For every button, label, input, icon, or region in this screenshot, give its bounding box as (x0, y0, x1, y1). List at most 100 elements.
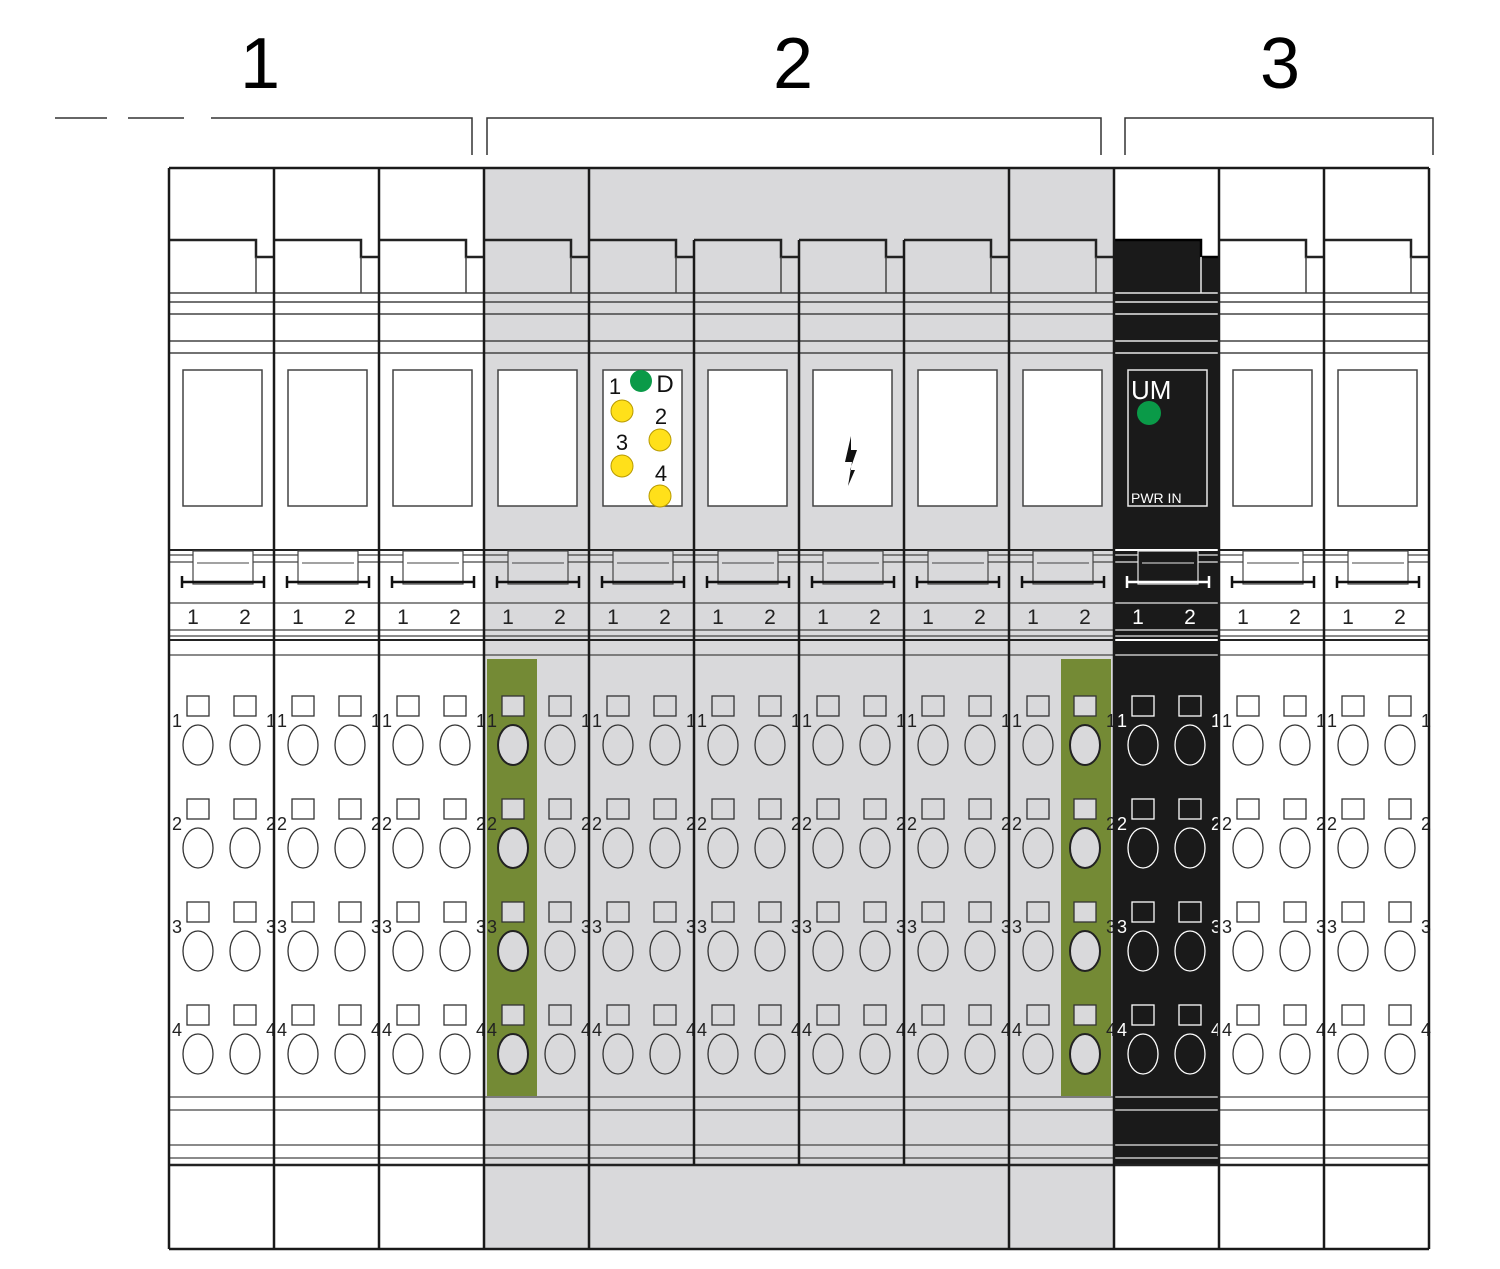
wire-entry[interactable] (497, 724, 529, 766)
wire-entry[interactable] (1232, 724, 1264, 766)
wire-entry[interactable] (917, 930, 949, 972)
release-button[interactable] (921, 798, 945, 820)
wire-entry[interactable] (334, 724, 366, 766)
wire-entry[interactable] (1174, 827, 1206, 869)
release-button[interactable] (1236, 1004, 1260, 1026)
release-button[interactable] (1283, 695, 1307, 717)
release-button[interactable] (233, 1004, 257, 1026)
release-button[interactable] (1073, 1004, 1097, 1026)
release-button[interactable] (233, 695, 257, 717)
wire-entry[interactable] (1232, 930, 1264, 972)
release-button[interactable] (501, 1004, 525, 1026)
release-button[interactable] (548, 798, 572, 820)
wire-entry[interactable] (859, 930, 891, 972)
wire-entry[interactable] (964, 1033, 996, 1075)
wire-entry[interactable] (649, 724, 681, 766)
release-button[interactable] (186, 901, 210, 923)
wire-entry[interactable] (497, 1033, 529, 1075)
release-button[interactable] (1073, 798, 1097, 820)
release-button[interactable] (711, 798, 735, 820)
release-button[interactable] (291, 1004, 315, 1026)
release-button[interactable] (548, 695, 572, 717)
wire-entry[interactable] (1337, 724, 1369, 766)
release-button[interactable] (233, 798, 257, 820)
release-button[interactable] (501, 798, 525, 820)
release-button[interactable] (1026, 901, 1050, 923)
release-button[interactable] (338, 798, 362, 820)
wire-entry[interactable] (229, 724, 261, 766)
release-button[interactable] (758, 901, 782, 923)
wire-entry[interactable] (287, 827, 319, 869)
wire-entry[interactable] (602, 1033, 634, 1075)
wire-entry[interactable] (649, 827, 681, 869)
release-button[interactable] (186, 1004, 210, 1026)
wire-entry[interactable] (1069, 1033, 1101, 1075)
release-button[interactable] (338, 901, 362, 923)
wire-entry[interactable] (917, 1033, 949, 1075)
wire-entry[interactable] (1337, 930, 1369, 972)
release-button[interactable] (1236, 695, 1260, 717)
release-button[interactable] (1388, 1004, 1412, 1026)
release-button[interactable] (1341, 1004, 1365, 1026)
release-button[interactable] (548, 901, 572, 923)
wire-entry[interactable] (602, 724, 634, 766)
wire-entry[interactable] (392, 930, 424, 972)
release-button[interactable] (653, 1004, 677, 1026)
release-button[interactable] (758, 695, 782, 717)
wire-entry[interactable] (497, 930, 529, 972)
wire-entry[interactable] (229, 930, 261, 972)
wire-entry[interactable] (1232, 827, 1264, 869)
release-button[interactable] (968, 901, 992, 923)
wire-entry[interactable] (1232, 1033, 1264, 1075)
wire-entry[interactable] (544, 827, 576, 869)
wire-entry[interactable] (754, 827, 786, 869)
release-button[interactable] (501, 901, 525, 923)
wire-entry[interactable] (859, 1033, 891, 1075)
wire-entry[interactable] (334, 930, 366, 972)
release-button[interactable] (653, 901, 677, 923)
wire-entry[interactable] (707, 724, 739, 766)
release-button[interactable] (291, 901, 315, 923)
wire-entry[interactable] (544, 724, 576, 766)
release-button[interactable] (1388, 695, 1412, 717)
wire-entry[interactable] (392, 827, 424, 869)
release-button[interactable] (396, 901, 420, 923)
release-button[interactable] (443, 798, 467, 820)
wire-entry[interactable] (1279, 724, 1311, 766)
wire-entry[interactable] (182, 827, 214, 869)
wire-entry[interactable] (1022, 930, 1054, 972)
release-button[interactable] (1341, 798, 1365, 820)
release-button[interactable] (816, 798, 840, 820)
release-button[interactable] (1283, 1004, 1307, 1026)
wire-entry[interactable] (439, 827, 471, 869)
wire-entry[interactable] (859, 724, 891, 766)
wire-entry[interactable] (964, 930, 996, 972)
release-button[interactable] (1178, 1004, 1202, 1026)
release-button[interactable] (711, 901, 735, 923)
release-button[interactable] (968, 798, 992, 820)
wire-entry[interactable] (812, 827, 844, 869)
release-button[interactable] (396, 1004, 420, 1026)
release-button[interactable] (1026, 798, 1050, 820)
release-button[interactable] (443, 1004, 467, 1026)
wire-entry[interactable] (182, 724, 214, 766)
release-button[interactable] (1178, 695, 1202, 717)
wire-entry[interactable] (602, 827, 634, 869)
release-button[interactable] (443, 901, 467, 923)
release-button[interactable] (1131, 1004, 1155, 1026)
wire-entry[interactable] (287, 930, 319, 972)
wire-entry[interactable] (1127, 930, 1159, 972)
release-button[interactable] (1178, 901, 1202, 923)
wire-entry[interactable] (182, 930, 214, 972)
release-button[interactable] (758, 1004, 782, 1026)
wire-entry[interactable] (1069, 827, 1101, 869)
release-button[interactable] (291, 695, 315, 717)
wire-entry[interactable] (287, 724, 319, 766)
wire-entry[interactable] (334, 1033, 366, 1075)
wire-entry[interactable] (812, 1033, 844, 1075)
wire-entry[interactable] (707, 827, 739, 869)
release-button[interactable] (1283, 901, 1307, 923)
release-button[interactable] (1073, 695, 1097, 717)
release-button[interactable] (396, 695, 420, 717)
release-button[interactable] (606, 1004, 630, 1026)
